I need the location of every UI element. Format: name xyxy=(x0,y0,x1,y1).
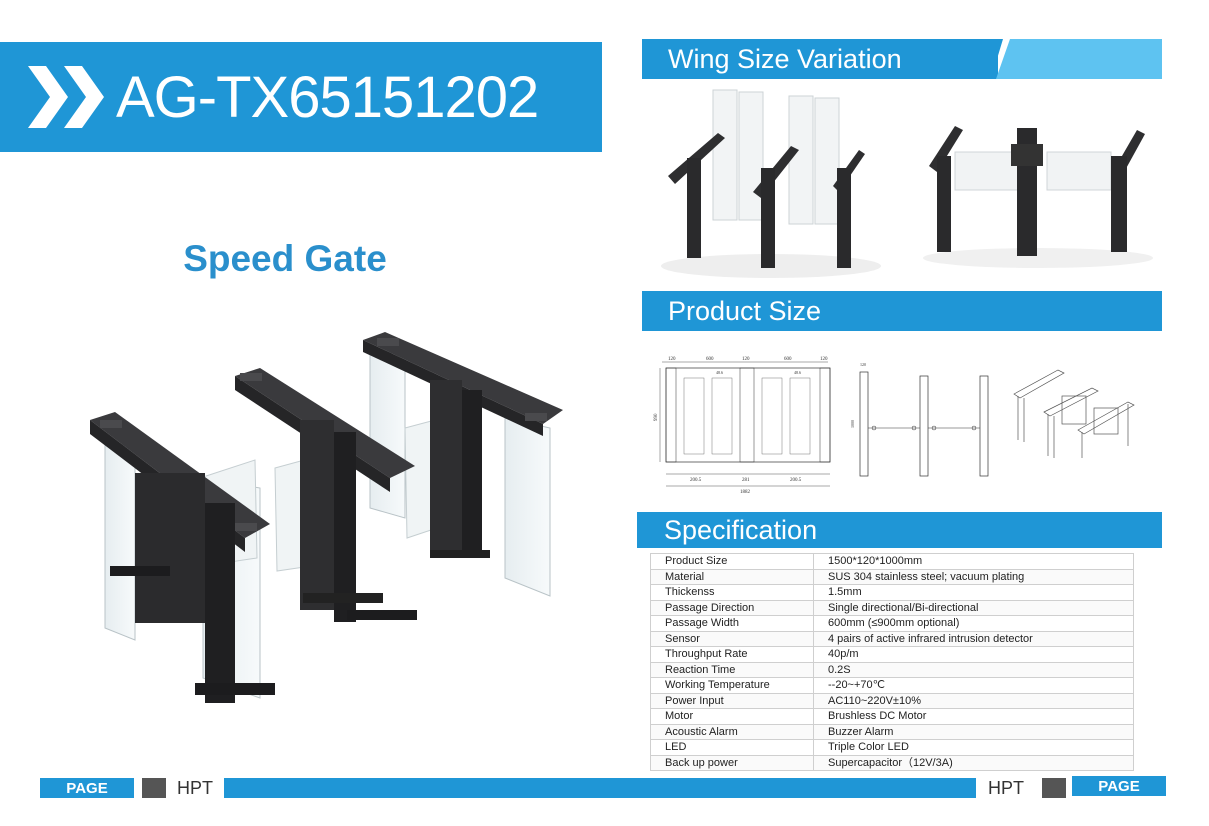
spec-key: Product Size xyxy=(650,553,814,570)
header-slant-divider xyxy=(985,39,1003,79)
dim-bottom-3: 200.5 xyxy=(790,478,802,483)
speed-gate-main-image xyxy=(90,332,563,703)
spec-key: Working Temperature xyxy=(650,677,814,694)
spec-value: 1500*120*1000mm xyxy=(813,553,1134,570)
top-view-dimension-drawing: 120 600 120 600 120 48.6 48.6 990 200.5 … xyxy=(654,357,831,495)
spec-row: Working Temperature--20~+70℃ xyxy=(650,677,1134,694)
isometric-drawing xyxy=(1013,369,1135,458)
product-name: Speed Gate xyxy=(183,238,387,279)
brand-right: HPT xyxy=(988,778,1024,798)
spec-value: Supercapacitor（12V/3A) xyxy=(813,754,1134,771)
spec-value: --20~+70℃ xyxy=(813,677,1134,694)
spec-key: Throughput Rate xyxy=(650,646,814,663)
double-chevron-right-icon xyxy=(28,66,104,128)
spec-value: Single directional/Bi-directional xyxy=(813,599,1134,616)
spec-key: LED xyxy=(650,739,814,756)
spec-value: 0.2S xyxy=(813,661,1134,678)
spec-key: Reaction Time xyxy=(650,661,814,678)
spec-value: Brushless DC Motor xyxy=(813,708,1134,725)
spec-value: AC110~220V±10% xyxy=(813,692,1134,709)
spec-key: Thickenss xyxy=(650,584,814,601)
dim-top-4: 600 xyxy=(784,357,792,362)
spec-key: Sensor xyxy=(650,630,814,647)
dim-bottom-1: 200.5 xyxy=(690,478,702,483)
dim-total: 1882 xyxy=(740,490,751,495)
dim-top-3: 120 xyxy=(742,357,750,362)
section-header-specification xyxy=(637,512,1162,548)
footer-bar xyxy=(224,778,976,798)
dim-side-height: 1000 xyxy=(850,420,855,428)
spec-key: Power Input xyxy=(650,692,814,709)
spec-value: 1.5mm xyxy=(813,584,1134,601)
dim-height: 990 xyxy=(654,413,659,421)
brand-left: HPT xyxy=(177,778,213,798)
dim-bottom-2: 281 xyxy=(742,478,750,483)
dim-top-5: 120 xyxy=(820,357,828,362)
page-label-right: PAGE xyxy=(1072,776,1166,796)
dim-wing-gap-1: 48.6 xyxy=(716,370,723,375)
wing-variation-short-image xyxy=(915,108,1161,270)
spec-key: Motor xyxy=(650,708,814,725)
section-title-wing-size: Wing Size Variation xyxy=(668,44,902,74)
spec-value: Buzzer Alarm xyxy=(813,723,1134,740)
spec-value: SUS 304 stainless steel; vacuum plating xyxy=(813,568,1134,585)
spec-key: Passage Width xyxy=(650,615,814,632)
spec-key: Material xyxy=(650,568,814,585)
spec-key: Acoustic Alarm xyxy=(650,723,814,740)
section-title-specification: Specification xyxy=(664,515,818,545)
footer-gray-block-left xyxy=(142,778,166,798)
spec-value: 40p/m xyxy=(813,646,1134,663)
wing-variation-tall-image xyxy=(653,88,889,280)
front-view-dimension-drawing: 120 1000 xyxy=(850,362,989,477)
page-label-left: PAGE xyxy=(40,778,134,798)
spec-key: Back up power xyxy=(650,754,814,771)
section-header-product-size xyxy=(642,291,1162,331)
model-title: AG-TX65151202 xyxy=(116,65,539,130)
spec-key: Passage Direction xyxy=(650,599,814,616)
section-title-product-size: Product Size xyxy=(668,296,822,326)
dim-side-width: 120 xyxy=(860,362,866,367)
spec-value: 600mm (≤900mm optional) xyxy=(813,615,1134,632)
spec-value: Triple Color LED xyxy=(813,739,1134,756)
footer-gray-block-right xyxy=(1042,778,1066,798)
dim-top-1: 120 xyxy=(668,357,676,362)
header-accent-block xyxy=(996,39,1162,79)
spec-value: 4 pairs of active infrared intrusion det… xyxy=(813,630,1134,647)
dim-wing-gap-2: 48.6 xyxy=(794,370,801,375)
section-header-wing-size xyxy=(642,39,998,79)
dim-top-2: 600 xyxy=(706,357,714,362)
